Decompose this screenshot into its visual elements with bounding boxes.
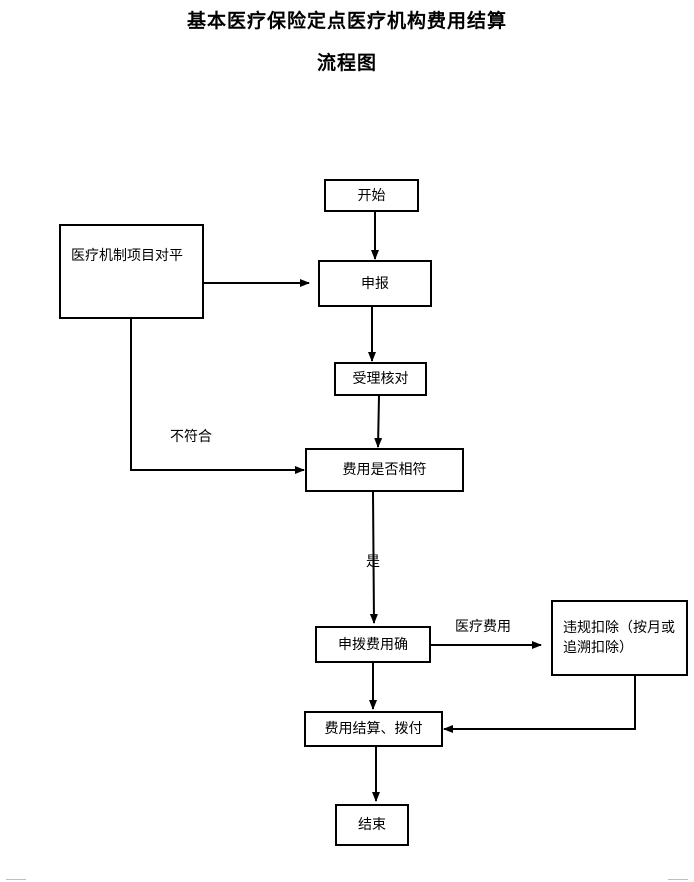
edge-deduction-to-settle bbox=[443, 676, 636, 733]
label-yes: 是 bbox=[366, 554, 380, 570]
node-mechanism: 医疗机制项目对平 bbox=[59, 224, 204, 319]
page-corner-mark-left bbox=[6, 879, 26, 880]
edge-mechanism-to-match bbox=[130, 319, 305, 474]
diagram-title: 基本医疗保险定点医疗机构费用结算 bbox=[186, 10, 507, 32]
label-not-match: 不符合 bbox=[170, 429, 212, 445]
node-declare: 申报 bbox=[318, 260, 432, 307]
node-fee-match: 费用是否相符 bbox=[305, 448, 464, 492]
edge-match-to-confirm bbox=[369, 491, 378, 624]
node-accept-check: 受理核对 bbox=[334, 362, 427, 396]
node-apply-confirm: 申拨费用确 bbox=[315, 626, 431, 663]
label-medical-fee: 医疗费用 bbox=[455, 619, 511, 635]
diagram-subtitle: 流程图 bbox=[316, 52, 377, 74]
node-end: 结束 bbox=[335, 804, 409, 846]
edge-accept-to-match bbox=[374, 395, 383, 448]
node-deduction: 违规扣除（按月或追溯扣除） bbox=[551, 600, 688, 676]
page-corner-mark-right bbox=[668, 879, 688, 880]
node-settle-pay: 费用结算、拨付 bbox=[304, 711, 443, 747]
node-start: 开始 bbox=[324, 179, 419, 212]
